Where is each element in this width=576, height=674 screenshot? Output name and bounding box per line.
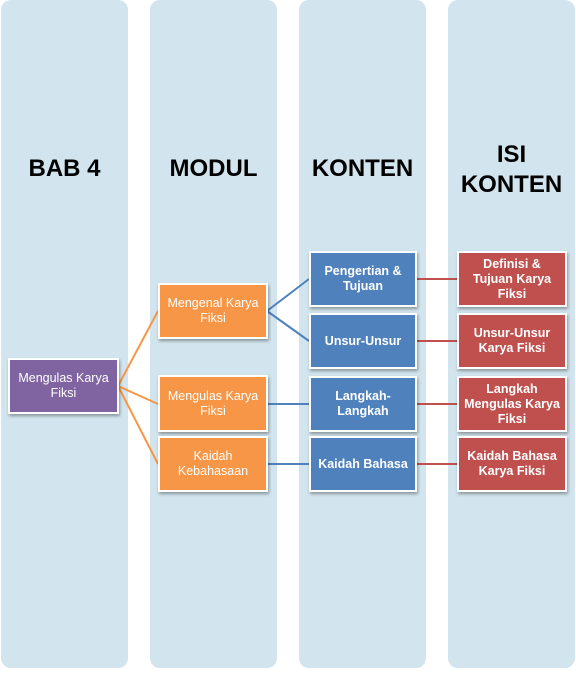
node-root-label: Mengulas Karya Fiksi: [18, 371, 109, 400]
node-isi-2: Unsur-Unsur Karya Fiksi: [457, 313, 567, 369]
node-isi-3-label: Langkah Mengulas Karya Fiksi: [464, 381, 560, 426]
link-root-modul-3: [117, 385, 159, 465]
node-konten-2-label: Unsur-Unsur: [324, 333, 402, 348]
link-root-modul-2: [117, 385, 159, 405]
node-konten-1: Pengertian & Tujuan: [309, 251, 417, 307]
node-modul-3: Kaidah Kebahasaan: [158, 436, 268, 492]
node-konten-4: Kaidah Bahasa: [309, 436, 417, 492]
node-isi-2-label: Unsur-Unsur Karya Fiksi: [473, 326, 551, 355]
node-modul-1: Mengenal Karya Fiksi: [158, 283, 268, 339]
column-title-bab: BAB 4: [28, 155, 101, 182]
link-modul1-konten2: [266, 310, 310, 342]
column-title-isi-konten: ISI KONTEN: [460, 141, 563, 198]
node-konten-3-label: Langkah-Langkah: [335, 389, 391, 418]
link-modul1-konten1: [266, 278, 310, 312]
node-modul-2: Mengulas Karya Fiksi: [158, 375, 268, 432]
node-konten-3: Langkah-Langkah: [309, 376, 417, 432]
node-modul-2-label: Mengulas Karya Fiksi: [167, 388, 259, 418]
node-root: Mengulas Karya Fiksi: [8, 358, 119, 414]
node-isi-1-label: Definisi & Tujuan Karya Fiksi: [472, 256, 552, 301]
column-title-konten: KONTEN: [311, 155, 414, 182]
node-isi-1: Definisi & Tujuan Karya Fiksi: [457, 251, 567, 307]
node-konten-1-label: Pengertian & Tujuan: [324, 264, 402, 293]
node-konten-2: Unsur-Unsur: [309, 313, 417, 369]
column-title-modul: MODUL: [169, 155, 258, 182]
node-modul-3-label: Kaidah Kebahasaan: [177, 449, 249, 478]
node-modul-1-label: Mengenal Karya Fiksi: [167, 296, 259, 325]
node-isi-4-label: Kaidah Bahasa Karya Fiksi: [467, 449, 557, 478]
column-bab: BAB 4: [1, 0, 128, 668]
link-root-modul-1: [117, 310, 159, 387]
node-isi-4: Kaidah Bahasa Karya Fiksi: [457, 436, 567, 492]
node-isi-3: Langkah Mengulas Karya Fiksi: [457, 376, 567, 432]
node-konten-4-label: Kaidah Bahasa: [318, 456, 408, 471]
